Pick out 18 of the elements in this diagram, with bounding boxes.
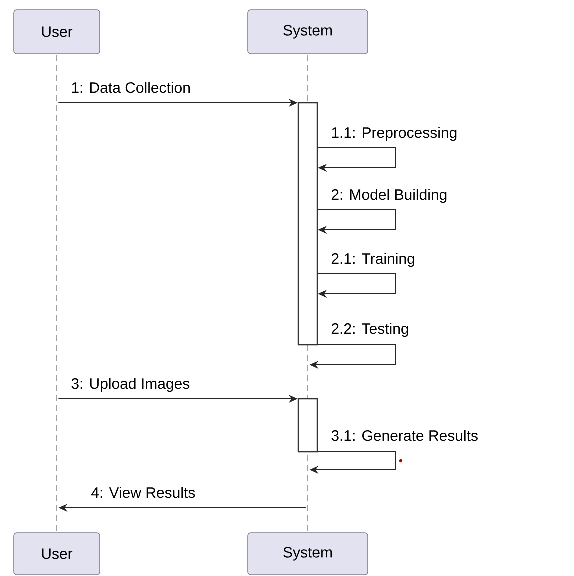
message-label: 3.1: Generate Results (332, 430, 478, 442)
self-message-arrow (318, 147, 396, 172)
self-message-arrow (318, 209, 396, 234)
participant-box: System (248, 532, 368, 576)
message-label: 1.1: Preprocessing (332, 127, 457, 142)
participant-box: User (14, 532, 100, 576)
message-label: 1: Data Collection (72, 82, 190, 94)
participant-box: User (14, 10, 100, 54)
lifeline (56, 55, 58, 533)
message-label: 2.2: Testing (332, 323, 408, 338)
message-label: 2: Model Building (332, 189, 447, 204)
self-message-arrow (318, 273, 396, 298)
message-label: 3: Upload Images (72, 378, 190, 392)
message-label: 2.1: Training (332, 253, 414, 268)
activation-bar (298, 102, 318, 346)
message-label: 4: View Results (92, 487, 196, 498)
participant-box: System (248, 10, 368, 54)
activation-bar (298, 398, 318, 453)
